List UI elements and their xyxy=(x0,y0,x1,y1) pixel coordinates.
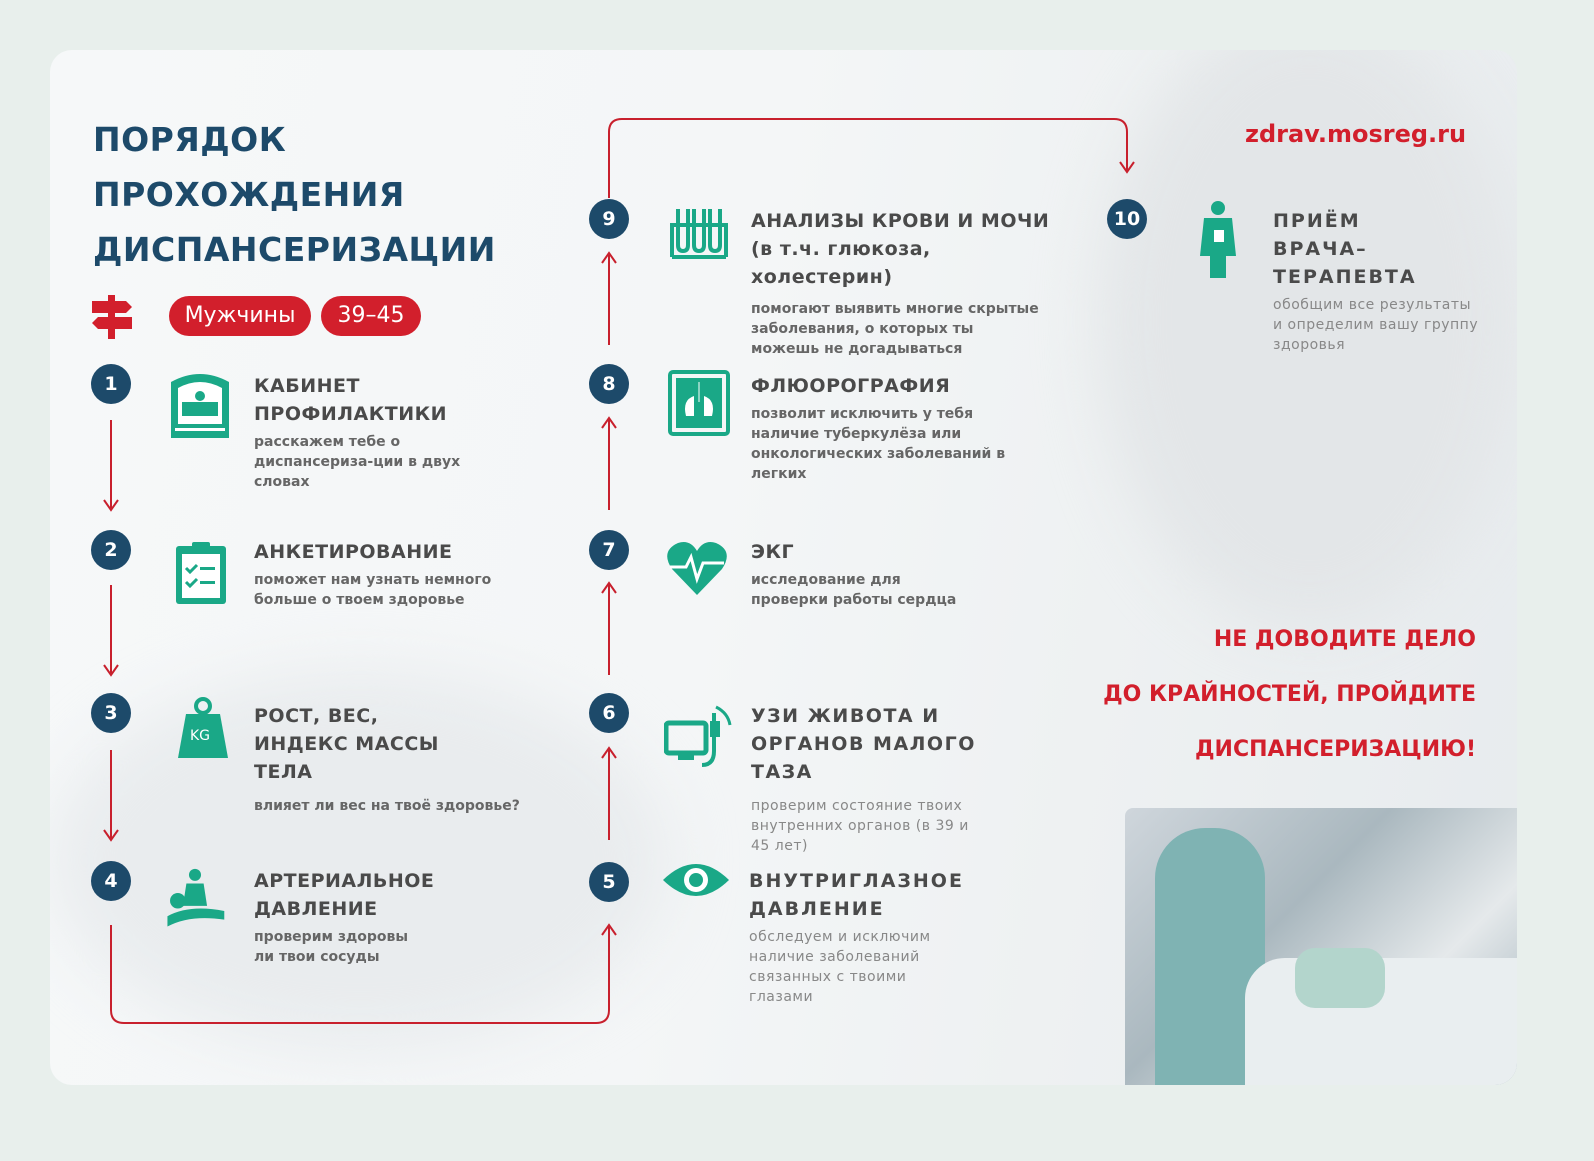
step-10: ПРИЁМ ВРАЧА– ТЕРАПЕВТА обобщим все резуль… xyxy=(1273,207,1493,355)
step-number: 10 xyxy=(1107,199,1147,239)
age-badge: 39–45 xyxy=(321,296,421,336)
step-title: ЭКГ xyxy=(751,541,795,563)
step-2: АНКЕТИРОВАНИЕ поможет нам узнать немного … xyxy=(254,538,554,610)
step-title: АНАЛИЗЫ КРОВИ И МОЧИ xyxy=(751,210,1050,232)
eye-icon xyxy=(663,864,729,896)
step-8: ФЛЮОРОГРАФИЯ позволит исключить у тебя на… xyxy=(751,372,1051,484)
step-title: КАБИНЕТ ПРОФИЛАКТИКИ xyxy=(254,375,448,425)
step-5: ВНУТРИГЛАЗНОЕ ДАВЛЕНИЕ обследуем и исключ… xyxy=(749,867,1049,1007)
doctor-photo-background xyxy=(1100,50,1517,630)
gender-badge: Мужчины xyxy=(169,296,311,336)
step-number: 2 xyxy=(91,530,131,570)
step-number: 7 xyxy=(589,530,629,570)
ultrasound-icon xyxy=(664,705,732,767)
blood-pressure-icon xyxy=(167,868,225,927)
step-description: расскажем тебе о диспансериза-ции в двух… xyxy=(254,434,461,490)
doctor-icon xyxy=(1200,201,1236,278)
step-number: 6 xyxy=(589,693,629,733)
step-number: 8 xyxy=(589,364,629,404)
step-number: 9 xyxy=(589,199,629,239)
hospital-photo xyxy=(1125,808,1517,1085)
step-description: проверим здоровы ли твои сосуды xyxy=(254,929,409,965)
step-number: 3 xyxy=(91,693,131,733)
slogan-line: ДО КРАЙНОСТЕЙ, ПРОЙДИТЕ xyxy=(1103,682,1476,707)
step-4: АРТЕРИАЛЬНОЕ ДАВЛЕНИЕ проверим здоровы ли… xyxy=(254,867,554,967)
step-description: позволит исключить у тебя наличие туберк… xyxy=(751,406,1006,482)
xray-icon xyxy=(668,370,730,436)
step-title: ПРИЁМ ВРАЧА– ТЕРАПЕВТА xyxy=(1273,210,1417,288)
slogan-line: НЕ ДОВОДИТЕ ДЕЛО xyxy=(1213,627,1476,652)
page-title: ПОРЯДОК ПРОХОЖДЕНИЯ ДИСПАНСЕРИЗАЦИИ xyxy=(93,112,496,277)
step-title: ФЛЮОРОГРАФИЯ xyxy=(751,375,951,397)
website-link[interactable]: zdrav.mosreg.ru xyxy=(1245,120,1467,148)
poster xyxy=(50,50,1517,1085)
signpost-icon xyxy=(92,295,132,339)
title-line: ПРОХОЖДЕНИЯ xyxy=(93,175,405,214)
step-description: поможет нам узнать немного больше о твое… xyxy=(254,572,492,608)
title-line: ДИСПАНСЕРИЗАЦИИ xyxy=(93,230,496,269)
patient-figure xyxy=(1295,948,1385,1008)
weight-icon: KG xyxy=(172,696,234,762)
office-icon xyxy=(171,374,229,438)
clipboard-icon xyxy=(176,542,226,604)
step-title: УЗИ ЖИВОТА И ОРГАНОВ МАЛОГО ТАЗА xyxy=(751,705,976,783)
step-title: АНКЕТИРОВАНИЕ xyxy=(254,541,453,563)
step-description: влияет ли вес на твоё здоровье? xyxy=(254,798,520,814)
heart-ecg-icon xyxy=(667,542,727,595)
step-description: помогают выявить многие скрытые заболева… xyxy=(751,301,1039,357)
step-description: проверим состояние твоих внутренних орга… xyxy=(751,798,969,854)
step-7: ЭКГ исследование для проверки работы серд… xyxy=(751,538,1051,610)
step-number: 4 xyxy=(91,861,131,901)
test-tubes-icon xyxy=(670,209,728,259)
step-description: обобщим все результаты и определим вашу … xyxy=(1273,297,1479,353)
step-9: АНАЛИЗЫ КРОВИ И МОЧИ (в т.ч. глюкоза, хол… xyxy=(751,207,1071,359)
step-number: 5 xyxy=(589,862,629,902)
step-title: ВНУТРИГЛАЗНОЕ ДАВЛЕНИЕ xyxy=(749,870,964,920)
step-subtitle: (в т.ч. глюкоза, холестерин) xyxy=(751,238,931,288)
title-line: ПОРЯДОК xyxy=(93,120,287,159)
step-description: исследование для проверки работы сердца xyxy=(751,572,957,608)
step-title: РОСТ, ВЕС, ИНДЕКС МАССЫ ТЕЛА xyxy=(254,705,439,783)
step-number: 1 xyxy=(91,364,131,404)
step-title: АРТЕРИАЛЬНОЕ ДАВЛЕНИЕ xyxy=(254,870,435,920)
slogan-line: ДИСПАНСЕРИЗАЦИЮ! xyxy=(1194,737,1476,762)
step-6: УЗИ ЖИВОТА И ОРГАНОВ МАЛОГО ТАЗА проверим… xyxy=(751,702,1051,856)
call-to-action: НЕ ДОВОДИТЕ ДЕЛО ДО КРАЙНОСТЕЙ, ПРОЙДИТЕ… xyxy=(1103,612,1476,777)
step-1: КАБИНЕТ ПРОФИЛАКТИКИ расскажем тебе о дис… xyxy=(254,372,554,492)
weight-label: KG xyxy=(189,728,211,744)
step-3: РОСТ, ВЕС, ИНДЕКС МАССЫ ТЕЛА влияет ли ве… xyxy=(254,702,554,816)
step-description: обследуем и исключим наличие заболеваний… xyxy=(749,929,931,1005)
hands-photo-background xyxy=(50,670,670,1050)
